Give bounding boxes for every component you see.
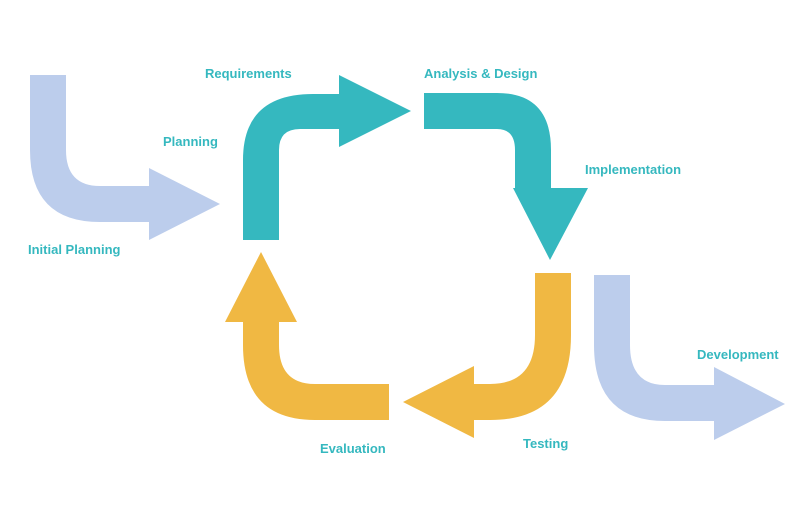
initial-planning-arrow <box>30 75 220 240</box>
requirements-label: Requirements <box>205 66 292 81</box>
development-arrow <box>594 275 785 440</box>
planning-label: Planning <box>163 134 218 149</box>
testing-label: Testing <box>523 436 569 451</box>
evaluation-arrow <box>225 252 389 420</box>
development-label: Development <box>697 347 779 362</box>
testing-arrow <box>403 273 571 438</box>
requirements-arrow <box>243 75 411 240</box>
implementation-label: Implementation <box>585 162 682 177</box>
analysis-design-label: Analysis & Design <box>424 66 538 81</box>
implementation-arrow <box>424 93 588 260</box>
evaluation-label: Evaluation <box>320 441 386 456</box>
initial-planning-label: Initial Planning <box>28 242 121 257</box>
